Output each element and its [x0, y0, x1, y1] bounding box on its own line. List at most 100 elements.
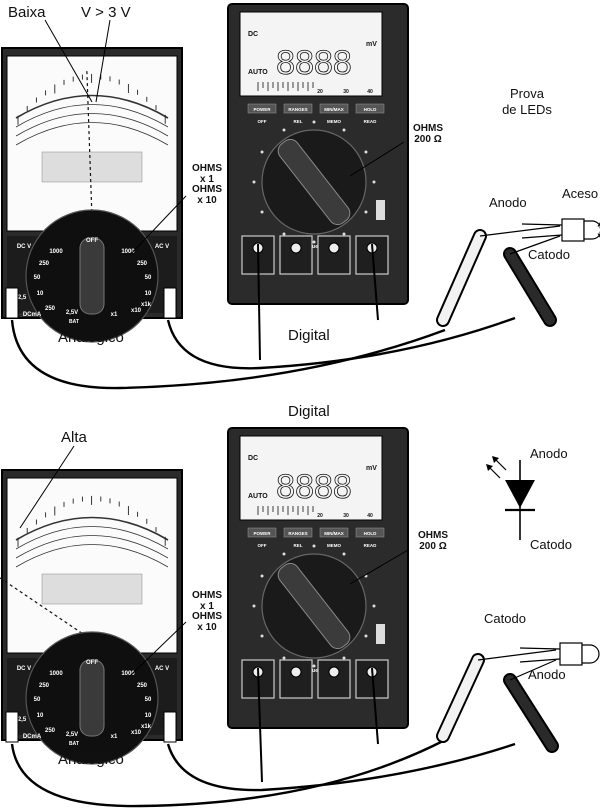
top-lcd-30: 30 [343, 89, 349, 95]
digital-range-label-top: OHMS 200 Ω [400, 123, 456, 145]
bot-lbl-x10: x10 [131, 730, 142, 736]
top-probe-black-body [505, 249, 555, 325]
bot-lbl-250b: 250 [137, 683, 148, 689]
led-test-title-line-2: de LEDs [502, 102, 552, 118]
bot-lcd-digits: 8888 [276, 468, 352, 506]
bot-led-lead-2 [519, 658, 561, 663]
bot-probe-tip-2 [509, 659, 557, 681]
top-probe-black [503, 247, 557, 327]
bot-lbl-2-5: 2,5 [18, 717, 27, 723]
bot-lcd [239, 435, 383, 521]
top-selector-dot [252, 180, 256, 184]
bot-probe-white [436, 653, 485, 743]
bot-frequency-label: Frequency [301, 668, 327, 674]
top-scale-arc [15, 113, 169, 137]
digital-section-title: Digital [288, 403, 330, 420]
led-test-title-line-1: Prova [510, 86, 544, 101]
top-lbl-2-5: 2,5 [18, 295, 27, 301]
top-lbl-10: 10 [37, 291, 44, 297]
bot-selector-dot [282, 656, 286, 660]
analog-range-label-top: OHMS x 1 OHMS x 10 [182, 163, 232, 206]
bot-selector-dot [260, 574, 264, 578]
digital-range-line-1b: OHMS [418, 530, 448, 541]
top-lbl-bat: BAT [69, 319, 79, 325]
top-selector-dot [282, 232, 286, 236]
top-lbl-x1: x1 [111, 312, 118, 318]
top-lbl-x10: x10 [131, 308, 142, 314]
voltage-threshold-label: V > 3 V [81, 4, 131, 21]
high-label-leader [19, 445, 75, 529]
probe-cathode-label-top: Catodo [528, 247, 570, 262]
bot-mirror-strip [41, 573, 143, 605]
bot-led-dome [581, 644, 600, 664]
top-led-dome [583, 220, 600, 240]
bot-scale-arc [15, 526, 169, 550]
bot-lbl-1000b: 1000 [121, 671, 135, 677]
top-selector-dot [260, 210, 264, 214]
top-panel-button [283, 103, 313, 114]
bot-button-sublabel: REL [294, 543, 303, 548]
top-lbl-dcv: DC V [17, 244, 31, 250]
top-analog-window [6, 55, 178, 232]
low-reading-label: Baixa [8, 4, 46, 21]
analog-range-line-4b: x 10 [197, 621, 217, 633]
probe-cathode-label-bottom: Catodo [484, 611, 526, 626]
top-selector-dot [260, 150, 264, 154]
analog-range-line-1: OHMS [192, 163, 222, 174]
top-lbl-ohm: OHM [146, 319, 158, 325]
top-cable-digital-com [257, 243, 261, 361]
led-symbol-arrowhead-2 [492, 456, 499, 463]
bot-jack [290, 666, 302, 678]
bot-probe-tip-1 [477, 649, 557, 661]
top-panel-button [355, 103, 385, 114]
top-jack-box [317, 235, 351, 275]
top-probe-tip-1 [479, 225, 561, 237]
top-lbl-1000b: 1000 [121, 249, 135, 255]
top-probe-white [436, 229, 487, 327]
bot-analog-neg-jack [5, 711, 19, 743]
bot-analog-window [6, 477, 178, 654]
bot-led [519, 642, 600, 666]
analog-range-line-3b: OHMS [192, 611, 222, 622]
analog-range-leader-bottom [129, 621, 187, 677]
top-rotary-knob [277, 138, 351, 226]
top-led-lead-1 [521, 223, 563, 226]
bot-slot [376, 624, 385, 644]
digital-range-leader-top [349, 141, 405, 177]
top-selector-dot [364, 210, 368, 214]
led-symbol-arrowhead-1 [486, 464, 493, 471]
bot-cable-1 [10, 738, 446, 808]
bot-selector-dot [364, 634, 368, 638]
top-lcd-dc: DC [248, 31, 258, 38]
digital-range-line-1: OHMS [413, 123, 443, 134]
top-button-sublabel: REL [294, 119, 303, 124]
top-lbl-off: OFF [86, 238, 98, 244]
top-frequency-label: Frequency [301, 244, 327, 250]
bot-lbl-50b: 50 [145, 697, 152, 703]
top-lcd [239, 11, 383, 97]
led-lit-label: Aceso [562, 186, 599, 201]
top-selector-dot [312, 240, 316, 244]
top-jack [328, 242, 340, 254]
top-selector-knob [79, 237, 105, 315]
bot-rotary-knob [277, 562, 351, 650]
bot-cable-digital-com [257, 667, 263, 783]
top-selector-dot [342, 128, 346, 132]
bot-lbl-bat: BAT [69, 741, 79, 747]
bot-probe-white-body [438, 655, 483, 741]
top-cable-2 [166, 316, 516, 370]
top-analog-neg-jack [5, 287, 19, 319]
bot-button-label: RANGES [288, 531, 307, 536]
top-panel-button [319, 103, 349, 114]
top-selector-dot [342, 232, 346, 236]
top-probe-white-body [438, 231, 485, 325]
digital-range-line-2b: 200 Ω [419, 540, 447, 552]
bot-lbl-acv: AC V [155, 666, 169, 672]
bot-lbl-dcma: DCmA [23, 734, 42, 740]
top-lbl-250a: 250 [39, 261, 50, 267]
top-button-label: MIN/MAX [324, 107, 344, 112]
bot-lcd-mv: mV [366, 465, 377, 472]
bot-lcd-30: 30 [343, 513, 349, 519]
